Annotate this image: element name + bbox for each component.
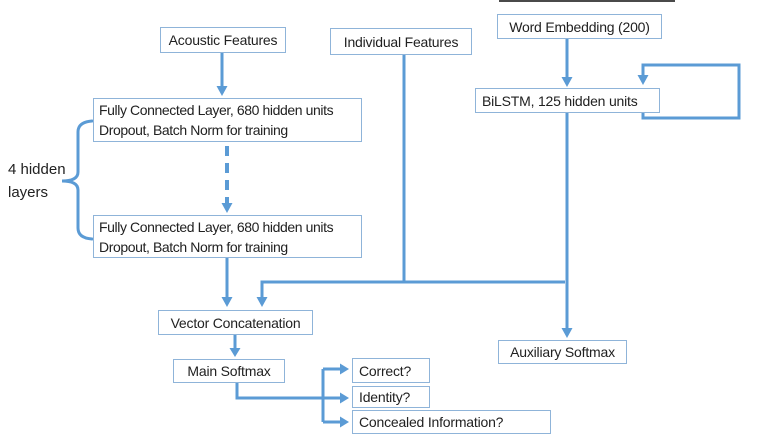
arrowhead-to-correct (340, 363, 349, 375)
node-fc-layer-2: Fully Connected Layer, 680 hidden units … (93, 215, 362, 258)
fc-layer-1-line-2: Dropout, Batch Norm for training (99, 122, 288, 138)
hidden-layers-label: 4 hidden layers (8, 161, 66, 201)
line-bus-to-concat (260, 280, 565, 297)
fc-layer-2-line-1: Fully Connected Layer, 680 hidden units (99, 218, 334, 235)
arrowhead-bilstm-to-aux-softmax (561, 328, 573, 338)
arrowhead-bilstm-loop (637, 75, 649, 85)
line-main-softmax-trunk (235, 383, 340, 400)
arrowhead-concat-to-main-softmax (229, 348, 241, 357)
node-word-embedding: Word Embedding (200) (497, 14, 662, 39)
node-bilstm: BiLSTM, 125 hidden units (475, 88, 660, 113)
node-individual-features: Individual Features (330, 28, 472, 55)
arrowhead-acoustic-to-fc1 (216, 86, 228, 96)
node-vector-concatenation: Vector Concatenation (158, 310, 313, 335)
arrowhead-bus-to-concat (256, 297, 268, 307)
node-auxiliary-softmax: Auxiliary Softmax (498, 340, 627, 364)
fc-layer-1-line-1: Fully Connected Layer, 680 hidden units (99, 102, 334, 118)
arrowhead-fc2-to-concat (221, 297, 233, 307)
node-fc-layer-1: Fully Connected Layer, 680 hidden units … (93, 98, 362, 142)
fc-layer-2-line-2: Dropout, Batch Norm for training (99, 238, 288, 255)
line-bilstm-recurrent-loop (641, 63, 741, 120)
arrowhead-embedding-to-bilstm (561, 77, 573, 87)
node-concealed-information: Concealed Information? (352, 410, 551, 434)
top-edge-artifact (499, 0, 675, 2)
node-correct: Correct? (352, 358, 430, 383)
node-main-softmax: Main Softmax (173, 359, 285, 383)
arrowhead-to-concealed (340, 416, 349, 428)
arrowhead-fc1-to-fc2 (221, 203, 233, 213)
node-acoustic-features: Acoustic Features (160, 27, 286, 53)
hidden-layers-brace (61, 119, 94, 241)
node-identity: Identity? (352, 386, 430, 408)
arrowhead-to-identity (340, 392, 349, 404)
